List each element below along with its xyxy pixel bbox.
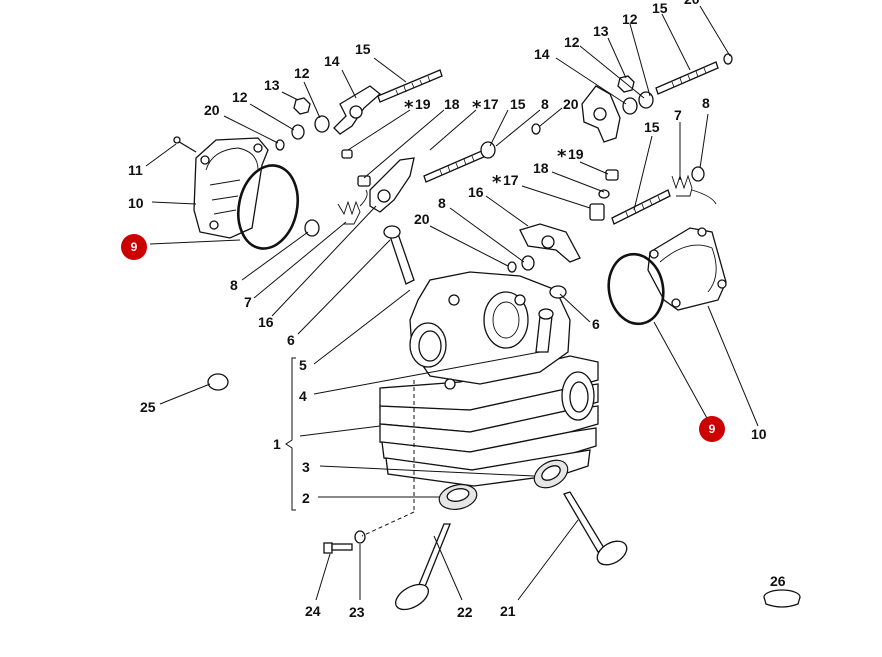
cup-seal <box>763 589 801 608</box>
right-washers <box>507 91 705 273</box>
right-adjusters <box>589 169 619 221</box>
label-star: * <box>472 97 482 118</box>
label-12: 12 <box>232 89 248 105</box>
right-spring <box>671 174 717 205</box>
valve-seat-exhaust <box>533 459 569 489</box>
label-13: 13 <box>593 23 609 39</box>
label-8: 8 <box>438 195 446 211</box>
label-4: 4 <box>299 388 307 404</box>
label-17: 17 <box>503 172 519 188</box>
rocker-arm-lower-left <box>369 157 415 213</box>
label-19: 19 <box>568 146 584 162</box>
label-9: 9 <box>709 422 716 436</box>
label-6: 6 <box>592 316 600 332</box>
label-6: 6 <box>287 332 295 348</box>
rocker-shaft-lower-left <box>423 149 487 183</box>
highlight-badge-right[interactable]: 9 <box>699 416 725 442</box>
valve-guide-left <box>383 225 415 285</box>
valve-guide-right <box>535 285 567 353</box>
label-10: 10 <box>128 195 144 211</box>
head-bolt <box>323 530 366 554</box>
label-12: 12 <box>564 34 580 50</box>
left-adjusters <box>341 149 371 187</box>
intake-valve <box>394 523 451 611</box>
label-8: 8 <box>230 277 238 293</box>
label-20: 20 <box>684 0 700 7</box>
label-16: 16 <box>258 314 274 330</box>
cylinder-head <box>379 271 599 487</box>
highlight-badge-left[interactable]: 9 <box>121 234 147 260</box>
label-12: 12 <box>622 11 638 27</box>
label-15: 15 <box>652 0 668 16</box>
label-22: 22 <box>457 604 473 620</box>
rocker-shaft-lower-right <box>611 189 671 225</box>
rocker-arm-upper-right <box>581 85 621 143</box>
label-11: 11 <box>128 162 143 178</box>
label-15: 15 <box>510 96 526 112</box>
label-24: 24 <box>305 603 321 619</box>
label-25: 25 <box>140 399 156 415</box>
label-15: 15 <box>355 41 371 57</box>
leader-lines <box>145 5 759 601</box>
label-7: 7 <box>674 107 682 123</box>
label-14: 14 <box>534 46 550 62</box>
right-valve-cover <box>647 227 727 311</box>
label-13: 13 <box>264 77 280 93</box>
label-19: 19 <box>415 96 431 112</box>
label-12: 12 <box>294 65 310 81</box>
label-3: 3 <box>302 459 310 475</box>
label-26: 26 <box>770 573 786 589</box>
left-cover-bolt <box>173 136 197 153</box>
rocker-shaft-upper-right <box>655 53 733 95</box>
valve-seat-intake <box>438 484 478 510</box>
badge-circle <box>699 416 725 442</box>
label-20: 20 <box>563 96 579 112</box>
label-14: 14 <box>324 53 340 69</box>
label-10: 10 <box>751 426 767 442</box>
label-9: 9 <box>131 240 138 254</box>
rocker-arm-upper-left <box>333 85 382 135</box>
label-18: 18 <box>444 96 460 112</box>
label-15: 15 <box>644 119 660 135</box>
label-23: 23 <box>349 604 365 620</box>
left-cover-oring <box>237 164 299 250</box>
label-20: 20 <box>414 211 430 227</box>
label-8: 8 <box>702 95 710 111</box>
label-2: 2 <box>302 490 310 506</box>
label-21: 21 <box>500 603 516 619</box>
label-1: 1 <box>273 436 281 452</box>
exhaust-valve <box>563 491 628 566</box>
label-star: * <box>404 97 414 118</box>
left-valve-cover <box>193 137 269 239</box>
left-spring <box>337 189 368 225</box>
label-16: 16 <box>468 184 484 200</box>
label-8: 8 <box>541 96 549 112</box>
left-washers <box>275 115 541 237</box>
callout-labels: 1 2 3 4 5 6 6 7 7 8 8 8 8 10 10 11 12 12… <box>128 0 786 620</box>
plug <box>207 373 229 391</box>
label-star: * <box>557 146 567 167</box>
rocker-shaft-upper-left <box>377 69 443 103</box>
label-17: 17 <box>483 96 499 112</box>
left-nut <box>293 97 311 115</box>
label-18: 18 <box>533 160 549 176</box>
label-star: * <box>492 172 502 193</box>
label-7: 7 <box>244 294 252 310</box>
rocker-arm-lower-right <box>519 223 581 263</box>
right-cover-oring <box>607 252 665 326</box>
label-5: 5 <box>299 357 307 373</box>
badge-circle <box>121 234 147 260</box>
label-20: 20 <box>204 102 220 118</box>
assembly-bracket <box>285 357 296 511</box>
